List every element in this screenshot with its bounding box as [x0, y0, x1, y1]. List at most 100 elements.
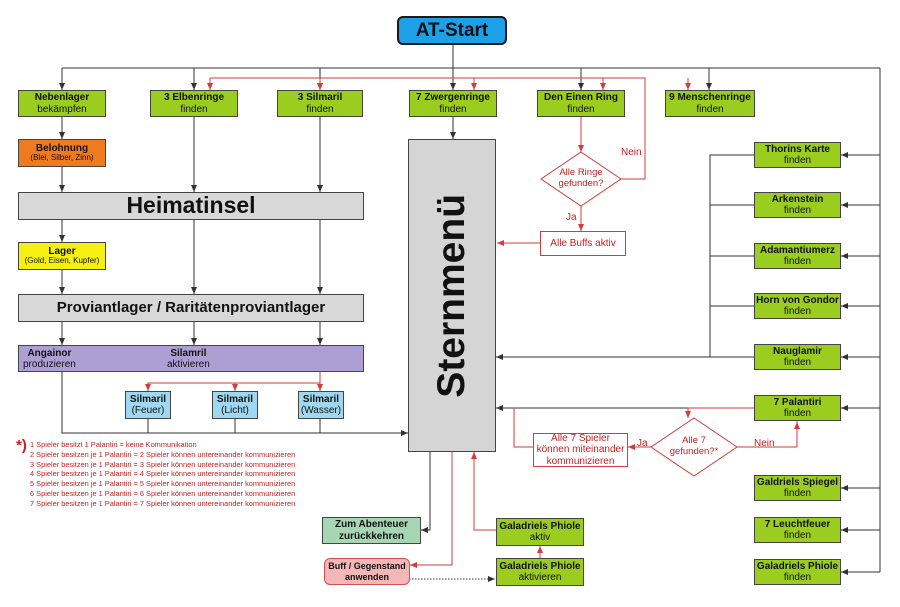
node-title: Galadriels Phiole: [499, 560, 581, 572]
node-sub: finden: [696, 103, 724, 115]
node-title: Horn von Gondor: [756, 294, 839, 306]
node-zum-abenteuer: Zum Abenteuer zurückkehren: [322, 517, 421, 544]
node-title: Nauglamir: [773, 345, 822, 357]
footnote: *) 1 Spieler besitzt 1 Palantiri = keine…: [16, 437, 390, 508]
node-belohnung: Belohnung (Blei, Silber, Zinn): [18, 139, 106, 167]
zum-abenteuer-line1: Zum Abenteuer: [335, 519, 408, 531]
palantir-nein-label: Nein: [754, 438, 775, 449]
node-all-seven: Alle 7 Spieler können miteinander kommun…: [533, 433, 628, 467]
all-seven-line3: kommunizieren: [546, 455, 615, 467]
node-sub: finden: [567, 103, 595, 115]
node-title: Arkenstein: [771, 193, 824, 205]
node-phiole-aktiv: Galadriels Phiole aktiv: [496, 518, 584, 546]
node-silmaril-finden: 3 Silmaril finden: [277, 90, 363, 117]
node-sub: (Feuer): [131, 405, 165, 416]
node-galadriels-phiole-finden: Galadriels Phiole finden: [754, 559, 841, 585]
palantir-question: Alle 7 gefunden?*: [659, 434, 729, 460]
heimatinsel-label: Heimatinsel: [126, 192, 256, 219]
ring-nein-label: Nein: [621, 147, 642, 158]
angainor-title: Angainor: [27, 348, 72, 359]
node-title: Silmaril: [129, 393, 167, 405]
node-sternmenu: Sternmenü: [408, 139, 496, 452]
node-sub: finden: [439, 103, 467, 115]
node-leuchtfeuer: 7 Leuchtfeuer finden: [754, 517, 841, 543]
all-buffs-label: Alle Buffs aktiv: [550, 237, 616, 249]
silmaril-activate-sub: aktivieren: [167, 359, 210, 371]
node-title: Silmaril: [302, 393, 340, 405]
node-phiole-aktivieren: Galadriels Phiole aktivieren: [496, 558, 584, 586]
ring-question-line2: gefunden?: [558, 178, 604, 189]
node-sub: finden: [783, 572, 812, 583]
node-zwergenringe: 7 Zwergenringe finden: [409, 90, 497, 117]
node-horn-von-gondor: Horn von Gondor finden: [754, 293, 841, 319]
node-galdriels-spiegel: Galdriels Spiegel finden: [754, 475, 841, 501]
footnote-line: 7 Spieler besitzen je 1 Palantiri = 7 Sp…: [30, 498, 296, 508]
node-title: Galadriels Phiole: [756, 560, 839, 572]
footnote-line: 2 Spieler besitzen je 1 Palantiri = 2 Sp…: [30, 449, 296, 459]
node-sub: finden: [783, 488, 812, 499]
node-title: 7 Zwergenringe: [416, 92, 490, 104]
node-title: 3 Elbenringe: [163, 92, 224, 104]
node-lager: Lager (Gold, Eisen, Kupfer): [18, 242, 106, 270]
node-sub: finden: [783, 530, 812, 541]
node-sub: finden: [783, 408, 812, 419]
node-sub: (Wasser): [300, 405, 342, 416]
footnote-line: 6 Spieler besitzen je 1 Palantiri = 6 Sp…: [30, 488, 296, 498]
node-title: Galadriels Phiole: [499, 520, 581, 532]
palantir-question-line1: Alle 7: [682, 435, 706, 447]
node-palantiri: 7 Palantiri finden: [754, 395, 841, 421]
node-title: Lager: [48, 245, 76, 257]
ring-question-line1: Alle Ringe: [559, 167, 603, 179]
node-sub: finden: [306, 103, 334, 115]
silmaril-activate-title: Silamril: [170, 348, 207, 359]
node-title: Den Einen Ring: [544, 92, 618, 104]
start-node: AT-Start: [397, 16, 507, 45]
node-adamantiumerz: Adamantiumerz finden: [754, 243, 841, 269]
node-menschenringe: 9 Menschenringe finden: [665, 90, 755, 117]
palantir-ja-label: Ja: [637, 438, 648, 449]
node-sub: finden: [180, 103, 208, 115]
palantir-question-line2: gefunden?*: [669, 446, 719, 457]
node-arkenstein: Arkenstein finden: [754, 192, 841, 218]
node-title: 7 Leuchtfeuer: [764, 518, 831, 530]
footnote-line: 4 Spieler besitzen je 1 Palantiri = 4 Sp…: [30, 469, 296, 479]
ring-decision-diamond: [540, 151, 622, 207]
node-sub: finden: [783, 205, 812, 216]
node-title: 7 Palantiri: [773, 396, 822, 408]
footnote-star: *): [16, 437, 27, 454]
node-silmaril-feuer: Silmaril (Feuer): [125, 391, 171, 419]
node-sub: finden: [783, 256, 812, 267]
node-title: Belohnung: [35, 142, 89, 154]
node-title: Galdriels Spiegel: [756, 476, 839, 488]
buff-line1: Buff / Gegenstand: [328, 561, 406, 572]
footnote-line: 3 Spieler besitzen je 1 Palantiri = 3 Sp…: [30, 459, 296, 469]
node-title: 3 Silmaril: [297, 92, 343, 104]
node-einen-ring: Den Einen Ring finden: [537, 90, 625, 117]
node-sub: (Licht): [221, 405, 249, 416]
palantir-decision-diamond: [650, 417, 738, 477]
ring-ja-label: Ja: [566, 212, 577, 223]
footnote-line: 1 Spieler besitzt 1 Palantiri = keine Ko…: [30, 440, 197, 449]
node-nauglamir: Nauglamir finden: [754, 344, 841, 370]
proviantlager-label: Proviantlager / Raritätenproviantlager: [56, 298, 326, 316]
angainor-sub: produzieren: [23, 359, 76, 371]
footnote-line: 5 Spieler besitzen je 1 Palantiri = 5 Sp…: [30, 479, 296, 489]
node-title: Nebenlager: [34, 92, 90, 104]
all-seven-line1: Alle 7 Spieler: [551, 433, 610, 445]
node-elbenringe: 3 Elbenringe finden: [150, 90, 238, 117]
node-angainor-silmaril: Angainor produzieren Silamril aktivieren: [18, 345, 364, 372]
node-silmaril-wasser: Silmaril (Wasser): [298, 391, 344, 419]
node-nebenlager: Nebenlager bekämpfen: [18, 90, 106, 117]
node-sub: (Gold, Eisen, Kupfer): [24, 256, 100, 266]
node-thorins-karte: Thorins Karte finden: [754, 142, 841, 168]
node-buff-anwenden: Buff / Gegenstand anwenden: [324, 558, 410, 585]
zum-abenteuer-line2: zurückkehren: [338, 530, 405, 542]
node-heimatinsel: Heimatinsel: [18, 192, 364, 220]
node-sub: finden: [783, 155, 812, 166]
ring-question: Alle Ringe gefunden?: [543, 165, 619, 193]
start-label: AT-Start: [415, 19, 489, 41]
node-proviantlager: Proviantlager / Raritätenproviantlager: [18, 294, 364, 322]
node-sub: (Blei, Silber, Zinn): [30, 153, 94, 163]
buff-line2: anwenden: [344, 571, 389, 582]
node-sub: finden: [783, 357, 812, 368]
